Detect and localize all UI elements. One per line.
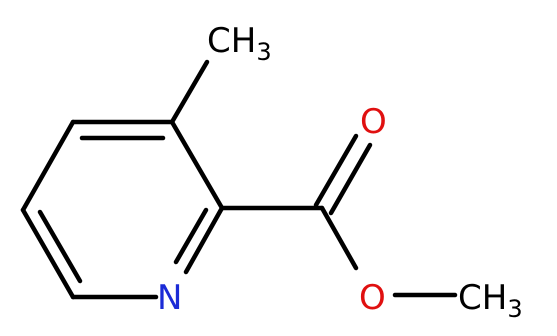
methyl-top-text: CH: [207, 21, 256, 61]
bond-c5-c4: [20, 119, 76, 213]
bond-c6-c5: [20, 207, 76, 300]
bond-c2-n: [183, 205, 225, 275]
bond-c-o-double-a: [313, 133, 359, 208]
methyl-ester-subscript: 3: [507, 295, 522, 323]
carbonyl-oxygen-label: O: [360, 102, 387, 142]
bond-c2-n-inner: [173, 207, 209, 265]
methyl-ester-text: CH: [458, 278, 507, 318]
ester-oxygen-label: O: [359, 278, 386, 318]
bond-c-o-single: [319, 205, 359, 271]
methyl-label-ester: CH3: [458, 278, 523, 323]
bond-c-o-double-b: [328, 142, 373, 216]
ring-nitrogen-label: N: [157, 278, 182, 318]
bond-c3-methyl: [169, 59, 210, 125]
bond-c6-c5-inner: [37, 209, 83, 284]
methyl-label-top: CH3: [207, 21, 272, 66]
bond-c3-c2: [169, 119, 225, 211]
methyl-top-subscript: 3: [256, 38, 271, 66]
